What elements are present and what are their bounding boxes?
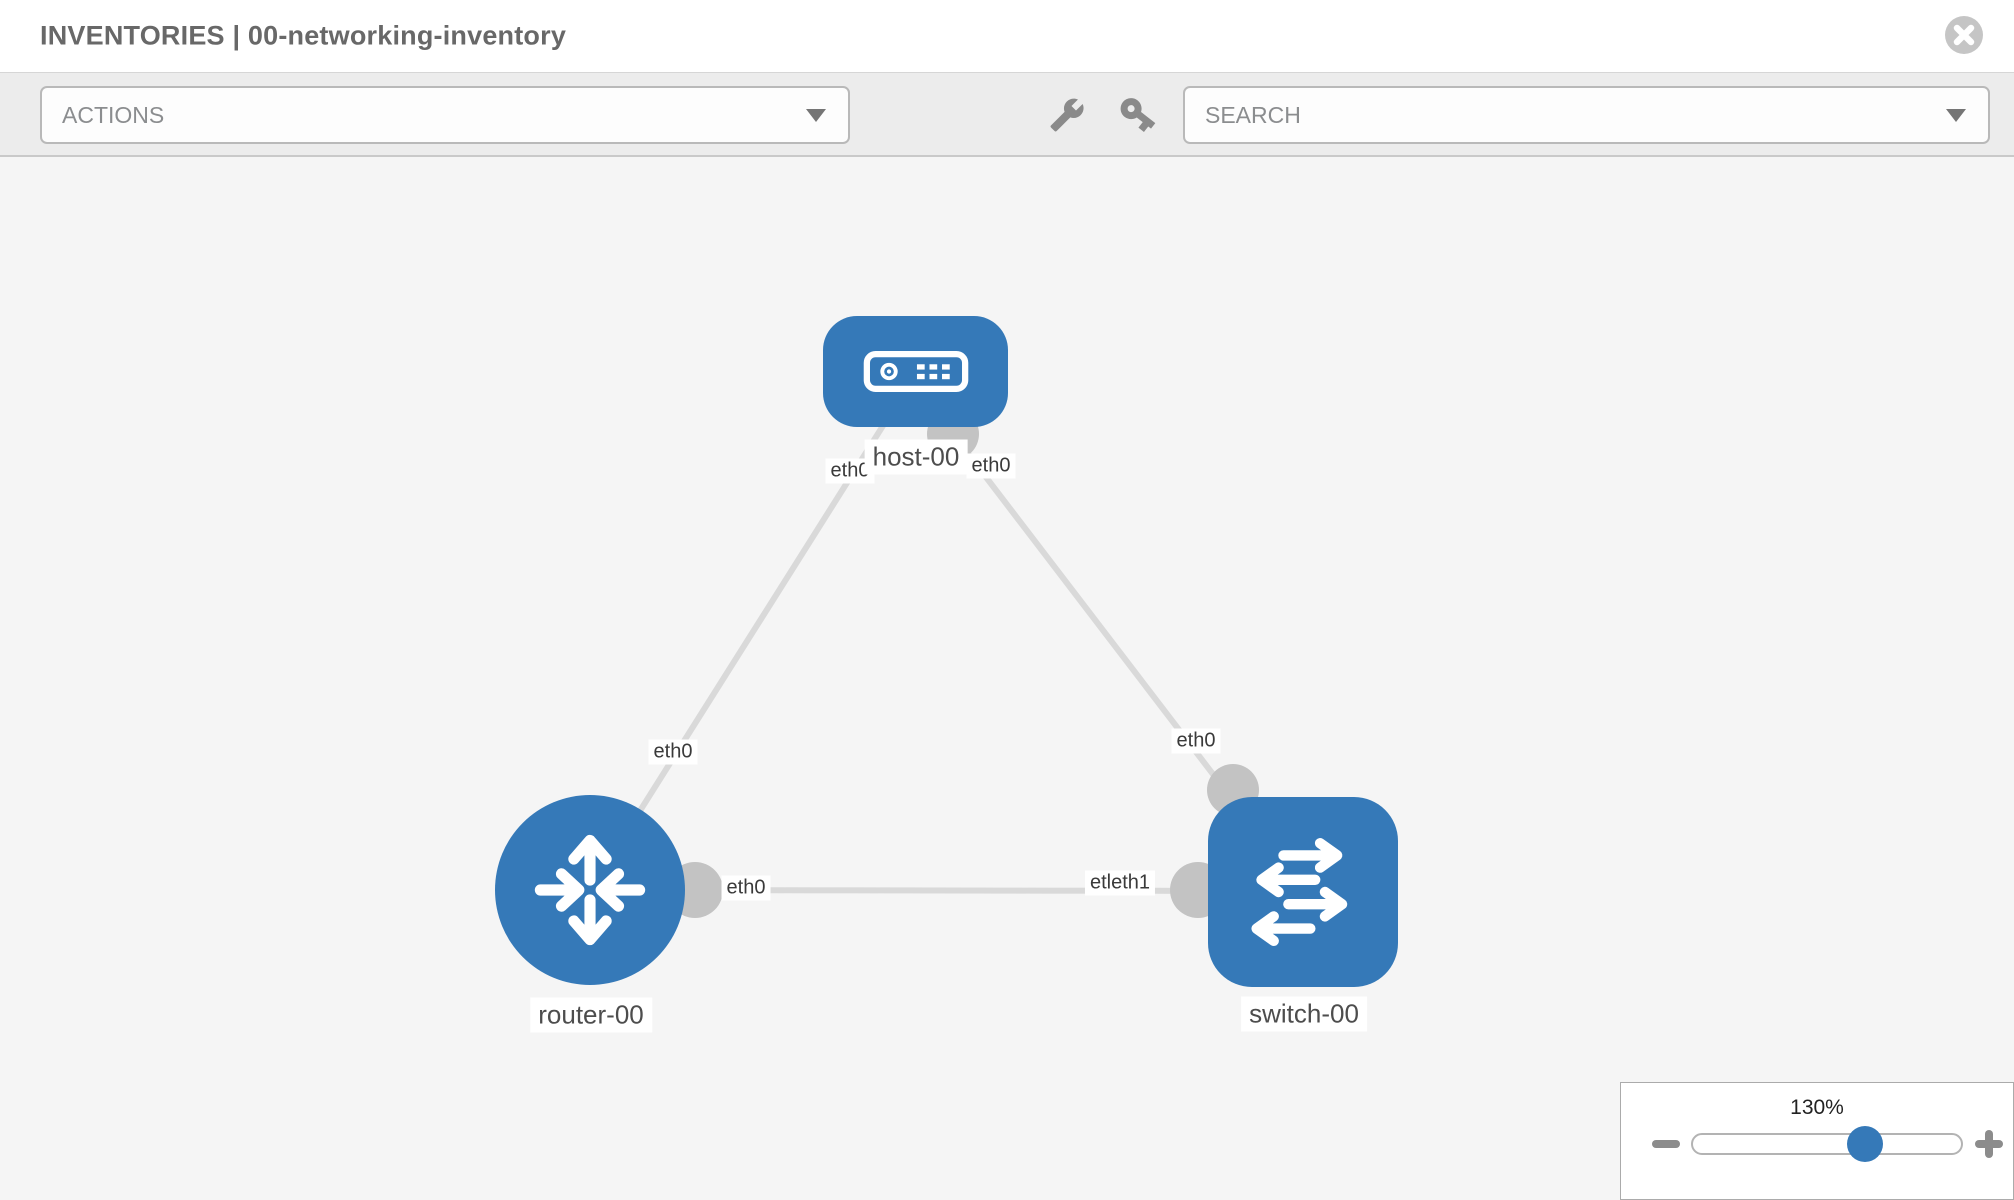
iface-label-switch-left: etleth1 [1084, 870, 1156, 896]
node-label-host: host-00 [864, 439, 968, 475]
header-bar: INVENTORIES | 00-networking-inventory [0, 0, 2014, 72]
zoom-slider-knob[interactable] [1847, 1126, 1883, 1162]
zoom-in-plus-icon[interactable] [1975, 1130, 2003, 1158]
close-icon [1945, 16, 1983, 54]
plus-vertical-bar [1985, 1130, 1993, 1158]
zoom-control-panel: 130% [1620, 1082, 2014, 1200]
toolbar: ACTIONS SEARCH [0, 72, 2014, 157]
search-placeholder: SEARCH [1205, 101, 1301, 128]
iface-label-router-right: eth0 [721, 875, 771, 901]
host-icon [863, 351, 968, 392]
zoom-slider-track[interactable] [1691, 1126, 1963, 1162]
node-label-switch: switch-00 [1241, 996, 1367, 1032]
iface-label-host-right: eth0 [966, 453, 1016, 479]
iface-label-router-top: eth0 [648, 739, 698, 765]
zoom-out-minus-icon[interactable] [1652, 1140, 1680, 1148]
router-icon [534, 834, 646, 946]
chevron-down-icon [1946, 109, 1966, 122]
iface-label-switch-top: eth0 [1171, 728, 1221, 754]
zoom-percent-value: 130% [1790, 1096, 1844, 1119]
actions-dropdown-label: ACTIONS [62, 101, 165, 128]
close-button[interactable] [1944, 15, 1984, 55]
page-title: INVENTORIES | 00-networking-inventory [40, 20, 567, 51]
wrench-icon[interactable] [1049, 97, 1085, 138]
actions-dropdown[interactable]: ACTIONS [40, 86, 850, 144]
switch-icon [1251, 838, 1348, 946]
node-router-00[interactable] [495, 795, 685, 985]
node-label-router: router-00 [530, 997, 652, 1033]
chevron-down-icon [806, 109, 826, 122]
key-icon[interactable] [1117, 93, 1159, 140]
search-dropdown[interactable]: SEARCH [1183, 86, 1990, 144]
node-host-00[interactable] [823, 316, 1008, 427]
node-switch-00[interactable] [1208, 797, 1398, 987]
